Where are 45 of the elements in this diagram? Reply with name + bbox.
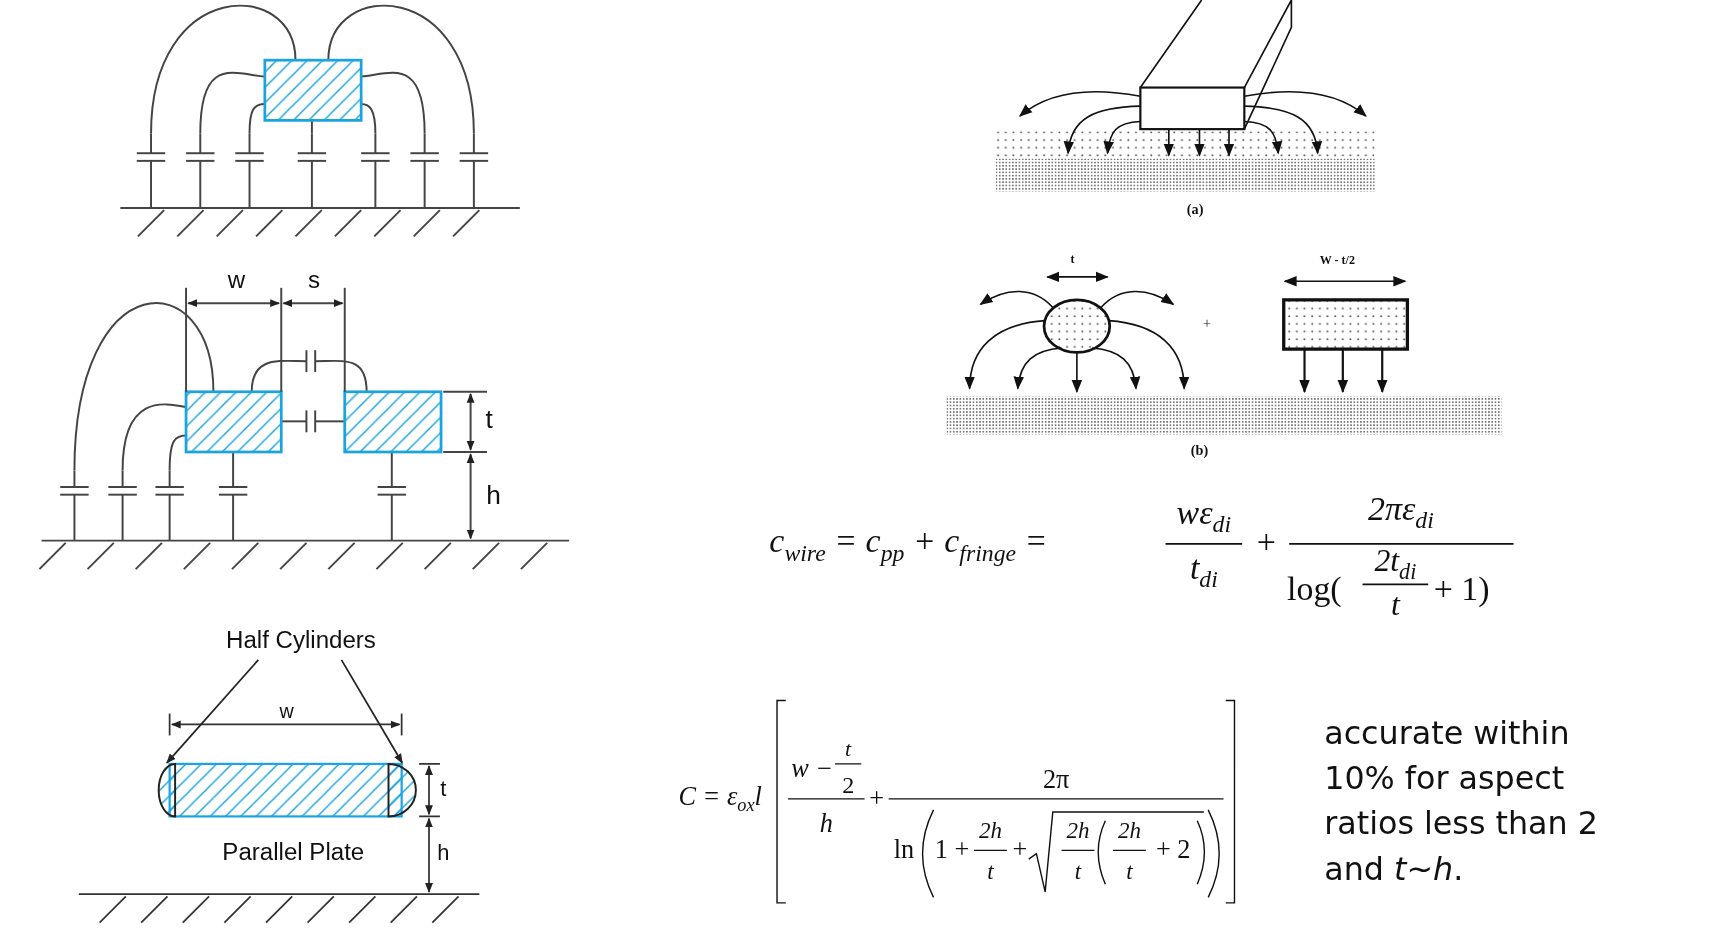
dimension-label: w <box>227 266 246 294</box>
equation-term: ln <box>893 834 915 864</box>
equation-term: 2πε$_{di}$ <box>1367 490 1434 535</box>
equation-term: h <box>819 808 833 838</box>
dimension-label: t <box>440 775 447 800</box>
figure-label: (a) <box>1186 202 1204 218</box>
leader-line <box>166 659 260 764</box>
dimension-label: t <box>485 404 493 434</box>
half-cylinder <box>157 762 177 818</box>
dimension-label: s <box>308 266 321 294</box>
equation-term: w − <box>791 753 833 783</box>
equation-term: wε$_{di}$ <box>1176 494 1232 539</box>
equation-term: + <box>869 784 885 814</box>
equation-term: c$_{wire}$ = c$_{pp}$ + c$_{fringe}$ = <box>769 522 1048 568</box>
note-text: accurate within 10% for aspect ratios less than 2 and t~h. <box>1324 713 1599 890</box>
equation-term: + 2 <box>1155 834 1191 864</box>
equation-term: t <box>987 859 994 885</box>
dimension-label: + <box>1203 316 1212 332</box>
dimension-label: Parallel Plate <box>222 839 365 866</box>
equation-term: t <box>1126 859 1133 885</box>
callout-text: Half Cylinders <box>226 627 376 654</box>
equation-term: 2h <box>1066 818 1090 844</box>
equation-term: 2h <box>1117 818 1141 844</box>
equation-term: 2h <box>978 818 1002 844</box>
equation-term: 2t$_{di}$ <box>1374 543 1417 584</box>
equation-term: t <box>1390 587 1400 623</box>
equation-term: t <box>1074 859 1082 885</box>
equation-term: 1 + <box>934 834 970 864</box>
equation-term: + <box>1012 834 1028 864</box>
equation-term: 2π <box>1042 764 1070 794</box>
equation-term: 2 <box>842 772 855 799</box>
dimension-label: h <box>437 840 450 865</box>
equation-term: log( <box>1287 570 1342 608</box>
equation-term: t$_{di}$ <box>1189 549 1218 594</box>
equation-term: + 1) <box>1433 570 1490 608</box>
dimension-label: w <box>279 701 294 724</box>
figure-label: (b) <box>1190 443 1209 459</box>
equation-term: + <box>1256 523 1276 561</box>
dimension-label: W - t/2 <box>1319 252 1355 266</box>
half-cylinder <box>387 762 417 818</box>
dimension-label: h <box>486 481 501 511</box>
equation-term: C = ε$_{ox}$l <box>678 781 762 817</box>
leader-line <box>340 659 404 764</box>
equation-term: t <box>845 736 852 761</box>
dimension-label: t <box>1070 251 1075 265</box>
